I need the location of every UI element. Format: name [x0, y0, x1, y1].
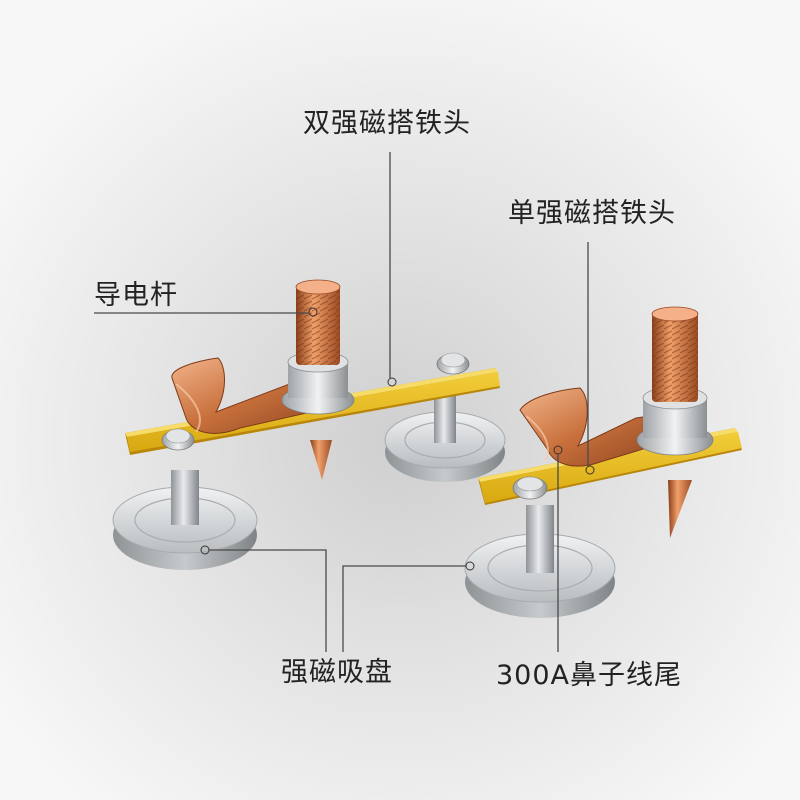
bolt-right — [436, 352, 470, 375]
label-single-magnet-clamp: 单强磁搭铁头 — [508, 198, 676, 229]
leader-magnet-base-left — [209, 549, 327, 652]
leader-magnet-base-right — [342, 565, 466, 652]
copper-spike-right — [668, 480, 692, 538]
magnet-disk-right — [464, 505, 616, 618]
single-magnet-clamp — [464, 306, 742, 618]
label-cable-lug-300a: 300A鼻子线尾 — [496, 660, 683, 691]
bolt-left — [161, 428, 195, 451]
magnet-disk-back-left — [384, 395, 506, 482]
label-strong-magnet-base: 强磁吸盘 — [281, 657, 393, 688]
leader-lines — [94, 152, 589, 652]
magnet-disk-front-left — [112, 470, 258, 570]
copper-spike-left — [310, 440, 332, 480]
bolt-single — [512, 476, 548, 500]
label-double-magnet-clamp: 双强磁搭铁头 — [303, 108, 471, 139]
label-conductive-rod: 导电杆 — [94, 280, 178, 311]
conductive-rod-right — [651, 306, 699, 402]
double-magnet-clamp — [112, 279, 506, 570]
conductive-rod-left — [295, 279, 341, 365]
copper-lug-right — [519, 387, 665, 467]
copper-lug-left — [171, 357, 331, 434]
